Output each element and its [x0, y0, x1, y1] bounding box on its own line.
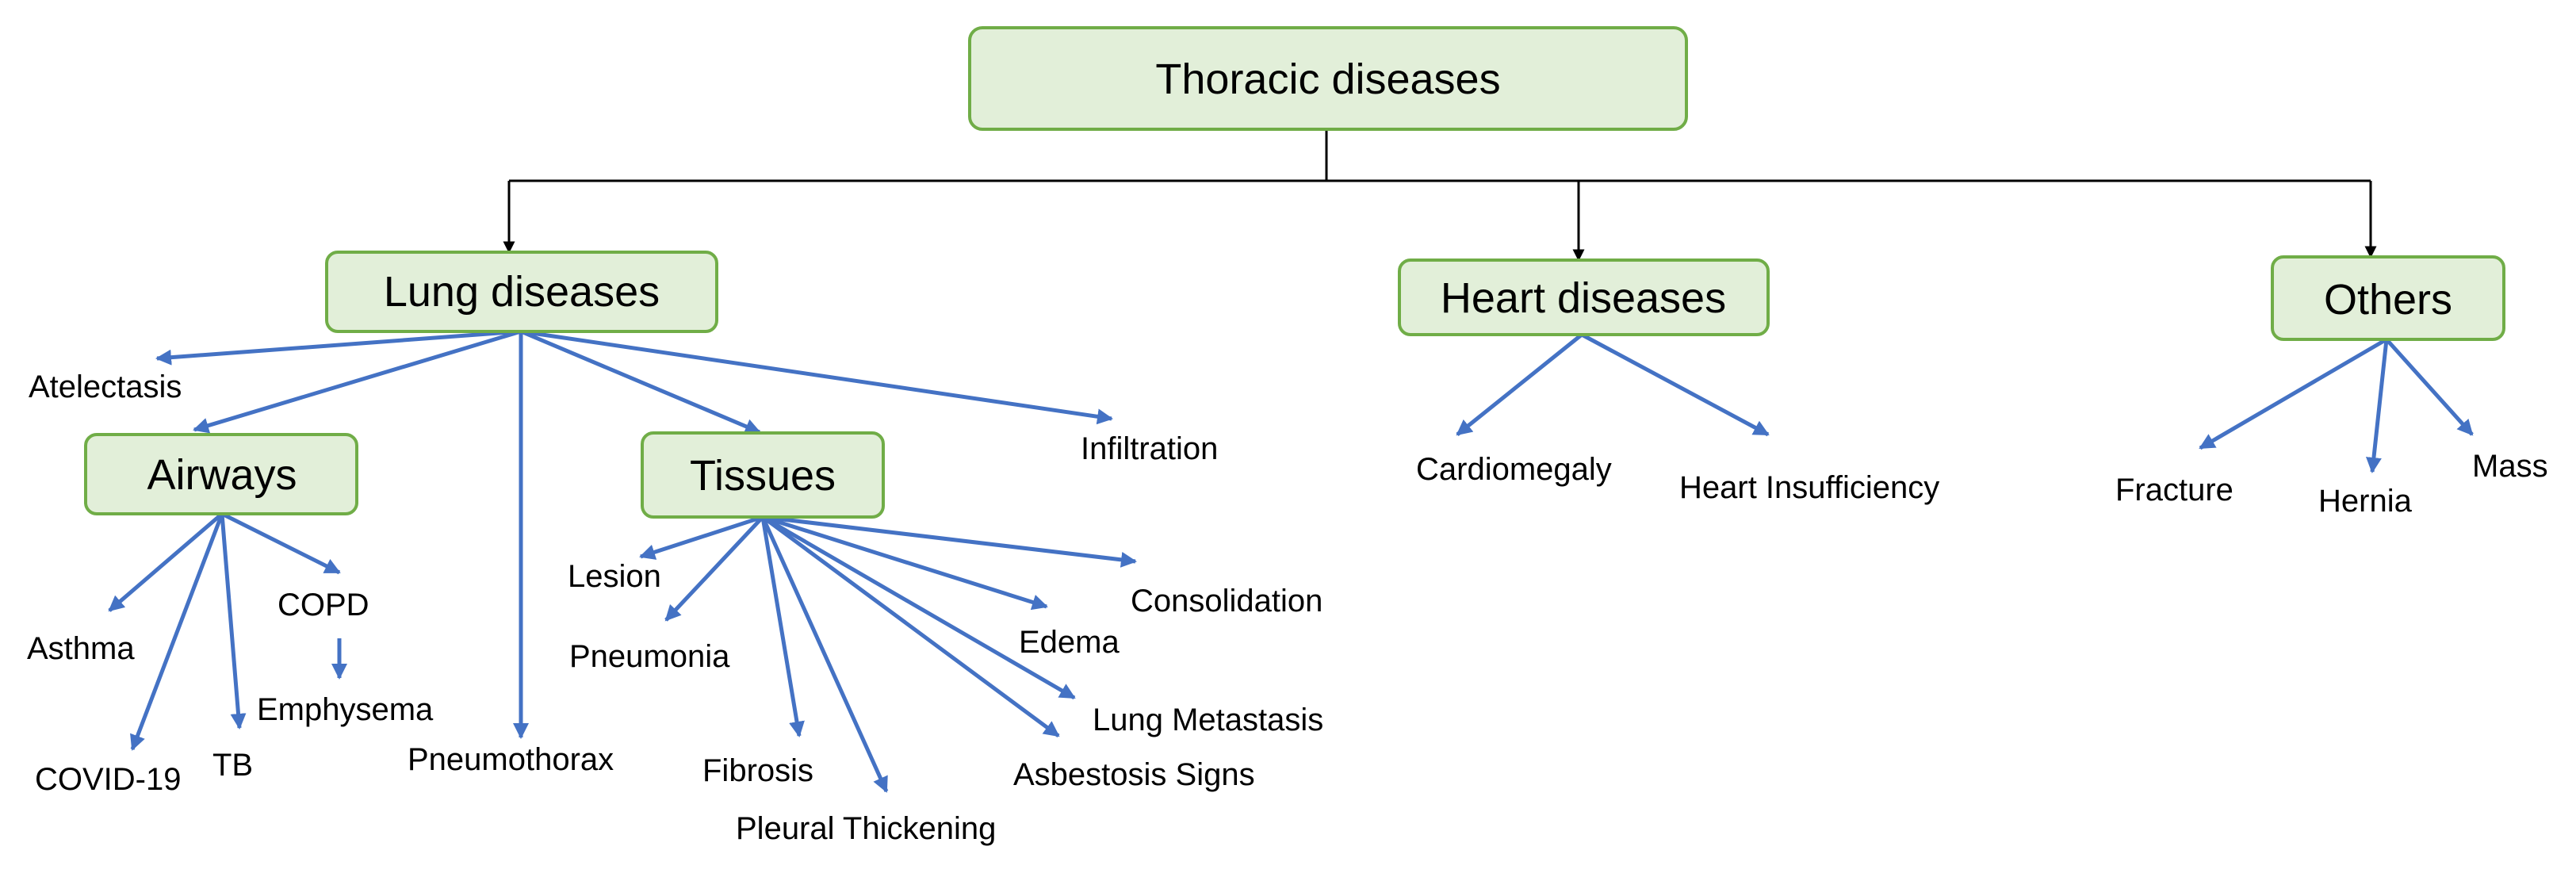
- arrow-airways-tb: [220, 513, 247, 730]
- arrow-others-hernia: [2365, 339, 2389, 473]
- label-lesion: Lesion: [568, 559, 661, 594]
- others-node-label: Others: [2324, 276, 2452, 324]
- arrow-tissues-asbestosis: [761, 515, 1060, 738]
- arrow-lung-infiltration: [520, 329, 1113, 425]
- label-fibrosis: Fibrosis: [702, 753, 813, 788]
- blue-arrows: [108, 329, 2474, 793]
- others-node: Others: [2271, 255, 2505, 341]
- label-heart-insufficiency: Heart Insufficiency: [1679, 470, 1939, 505]
- label-asthma: Asthma: [27, 631, 135, 666]
- tissues-node: Tissues: [641, 431, 885, 519]
- arrow-tissues-edema: [762, 515, 1048, 611]
- label-fracture: Fracture: [2115, 473, 2233, 507]
- arrow-airways-asthma: [108, 512, 224, 612]
- label-cardiomegaly: Cardiomegaly: [1416, 452, 1612, 487]
- leaf-labels: Atelectasis Infiltration Pneumothorax As…: [27, 370, 2548, 846]
- top-connectors: [503, 129, 2377, 262]
- others-node-box: [2271, 255, 2505, 341]
- arrow-tissues-consolidation: [762, 515, 1137, 568]
- root-node-box: [968, 26, 1688, 131]
- airways-node: Airways: [84, 433, 358, 515]
- label-copd: COPD: [278, 588, 369, 622]
- heart-node-box: [1398, 259, 1770, 336]
- heart-node-label: Heart diseases: [1441, 274, 1726, 322]
- lung-node-label: Lung diseases: [384, 268, 660, 316]
- label-hernia: Hernia: [2318, 484, 2413, 519]
- arrow-airways-covid19: [130, 513, 224, 751]
- label-mass: Mass: [2472, 449, 2548, 484]
- label-covid19: COVID-19: [35, 762, 182, 797]
- label-tb: TB: [212, 748, 253, 783]
- label-consolidation: Consolidation: [1131, 584, 1322, 618]
- label-edema: Edema: [1019, 625, 1120, 660]
- heart-node: Heart diseases: [1398, 259, 1770, 336]
- label-infiltration: Infiltration: [1081, 431, 1218, 466]
- label-emphysema: Emphysema: [257, 692, 434, 727]
- airways-node-box: [84, 433, 358, 515]
- arrow-tissues-pleural-thickening: [760, 515, 889, 793]
- airways-node-label: Airways: [147, 451, 297, 499]
- tissues-node-box: [641, 431, 885, 519]
- arrow-lung-atelectasis: [155, 329, 522, 366]
- arrow-others-mass: [2385, 338, 2474, 436]
- label-pneumonia: Pneumonia: [569, 639, 730, 674]
- label-asbestosis-signs: Asbestosis Signs: [1013, 757, 1255, 792]
- tissues-node-label: Tissues: [690, 452, 836, 500]
- arrow-tissues-fibrosis: [760, 516, 805, 737]
- root-node-label: Thoracic diseases: [1155, 56, 1500, 103]
- arrow-airways-copd: [220, 511, 341, 575]
- arrow-heart-cardiomegaly: [1456, 333, 1583, 436]
- arrow-tissues-pneumonia: [664, 515, 764, 622]
- label-atelectasis: Atelectasis: [29, 370, 182, 404]
- arrow-lung-tissues: [520, 329, 761, 435]
- arrow-lung-airways: [193, 329, 522, 434]
- label-pneumothorax: Pneumothorax: [408, 742, 614, 777]
- root-node: Thoracic diseases: [968, 26, 1688, 131]
- arrow-others-fracture: [2199, 337, 2388, 450]
- label-pleural-thickening: Pleural Thickening: [736, 811, 996, 846]
- lung-node-box: [325, 251, 718, 333]
- arrow-tissues-lesion: [639, 515, 764, 560]
- arrow-tissues-lung-metastasis: [761, 515, 1076, 700]
- arrow-heart-insufficiency: [1580, 332, 1770, 437]
- lung-node: Lung diseases: [325, 251, 718, 333]
- label-lung-metastasis: Lung Metastasis: [1093, 703, 1323, 737]
